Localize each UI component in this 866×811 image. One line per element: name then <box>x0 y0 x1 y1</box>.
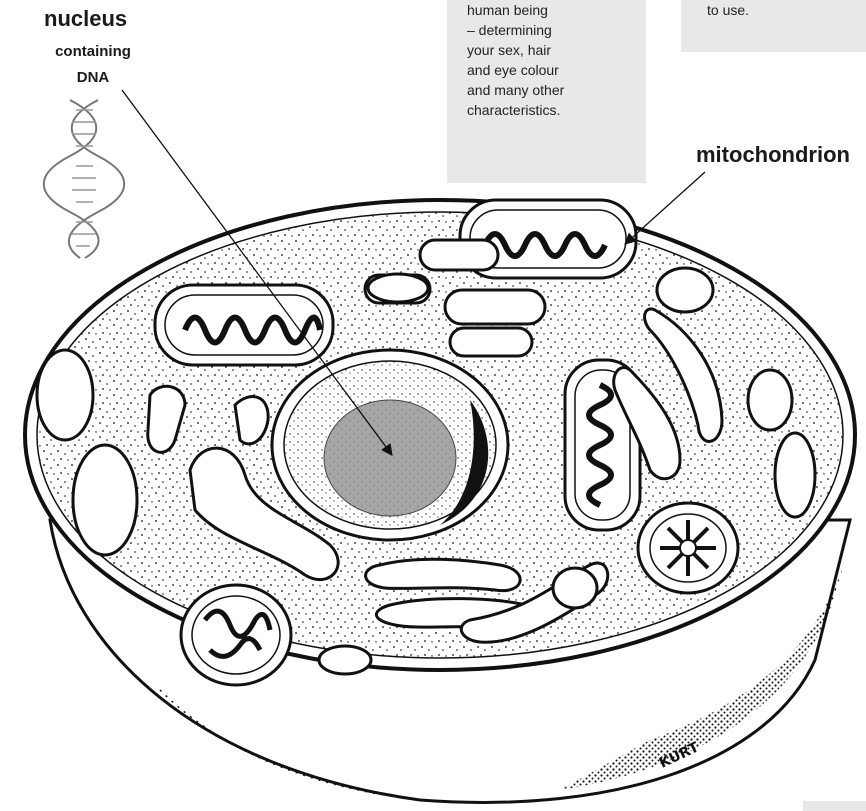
mitochondrion-leader-line <box>625 172 705 244</box>
mitochondrion-organelle <box>155 285 333 365</box>
mitochondrion-organelle <box>181 585 291 685</box>
lysosome <box>638 503 738 593</box>
dna-double-helix-icon <box>44 100 125 258</box>
